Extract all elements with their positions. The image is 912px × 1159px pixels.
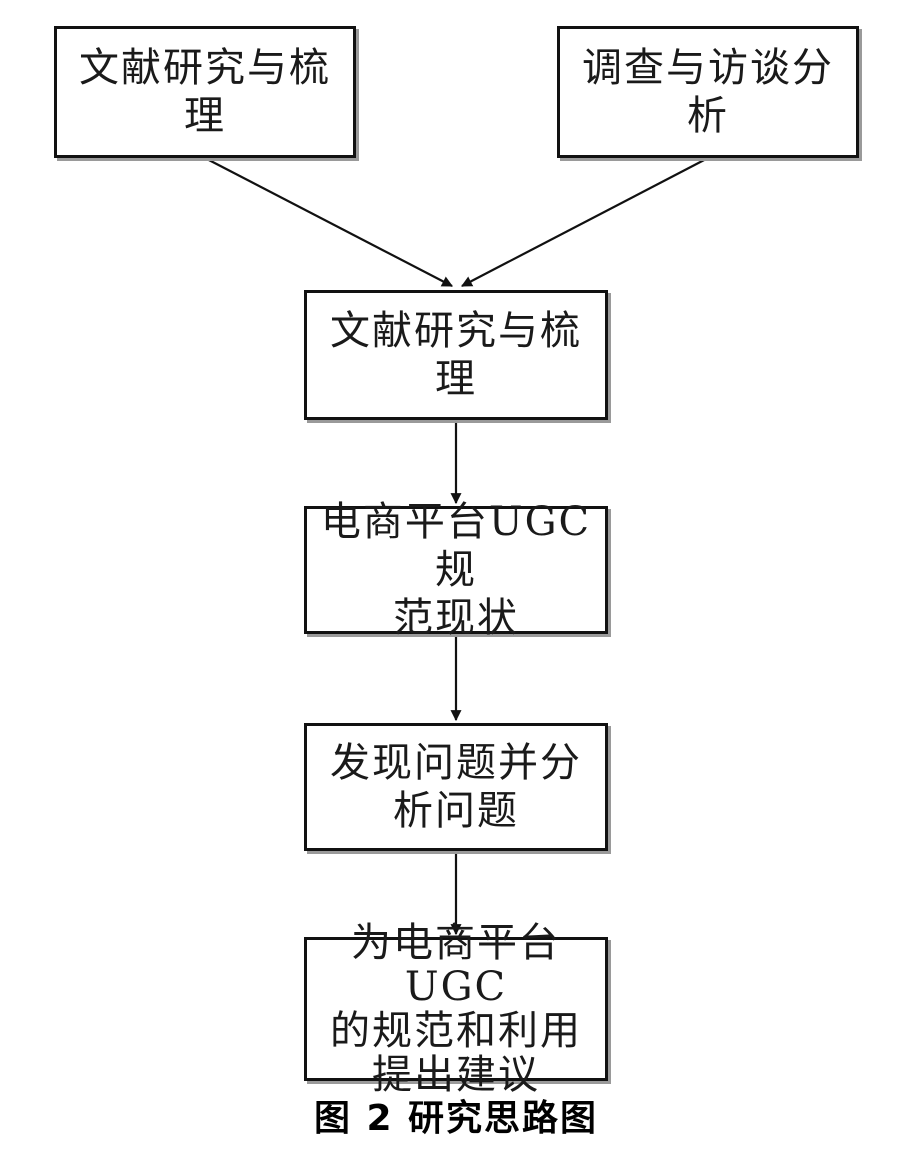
node-text-line: 文献研究与梳 bbox=[330, 308, 582, 354]
figure-caption: 图 2 研究思路图 bbox=[313, 1098, 599, 1139]
node-text-line: 范现状 bbox=[393, 595, 519, 641]
node-text-line: 为电商平台UGC bbox=[351, 920, 561, 1010]
node-text-line: 的规范和利用 bbox=[330, 1008, 582, 1054]
node-text-line: 理 bbox=[184, 93, 226, 139]
node-ugc-status: 电商平台UGC规 范现状 bbox=[304, 499, 608, 641]
node-text-line: 文献研究与梳 bbox=[79, 45, 331, 91]
node-text-line: 电商平台UGC规 bbox=[320, 499, 592, 593]
node-text-line: 理 bbox=[435, 356, 477, 402]
node-literature-review: 文献研究与梳 理 bbox=[54, 26, 356, 158]
node-text-line: 析 bbox=[687, 93, 729, 139]
node-text-line: 提出建议 bbox=[372, 1052, 540, 1098]
node-survey-interview: 调查与访谈分 析 bbox=[557, 26, 859, 158]
node-text-line: 发现问题并分 bbox=[330, 740, 582, 786]
node-text-line: 调查与访谈分 bbox=[582, 45, 834, 91]
node-text-line: 析问题 bbox=[393, 788, 519, 834]
arrow-literature-to-literature2 bbox=[204, 157, 453, 287]
node-find-problems: 发现问题并分 析问题 bbox=[304, 723, 608, 851]
node-literature-review-2: 文献研究与梳 理 bbox=[304, 290, 608, 420]
arrow-survey-to-literature2 bbox=[461, 157, 709, 287]
node-suggestions: 为电商平台UGC 的规范和利用 提出建议 bbox=[304, 921, 608, 1097]
